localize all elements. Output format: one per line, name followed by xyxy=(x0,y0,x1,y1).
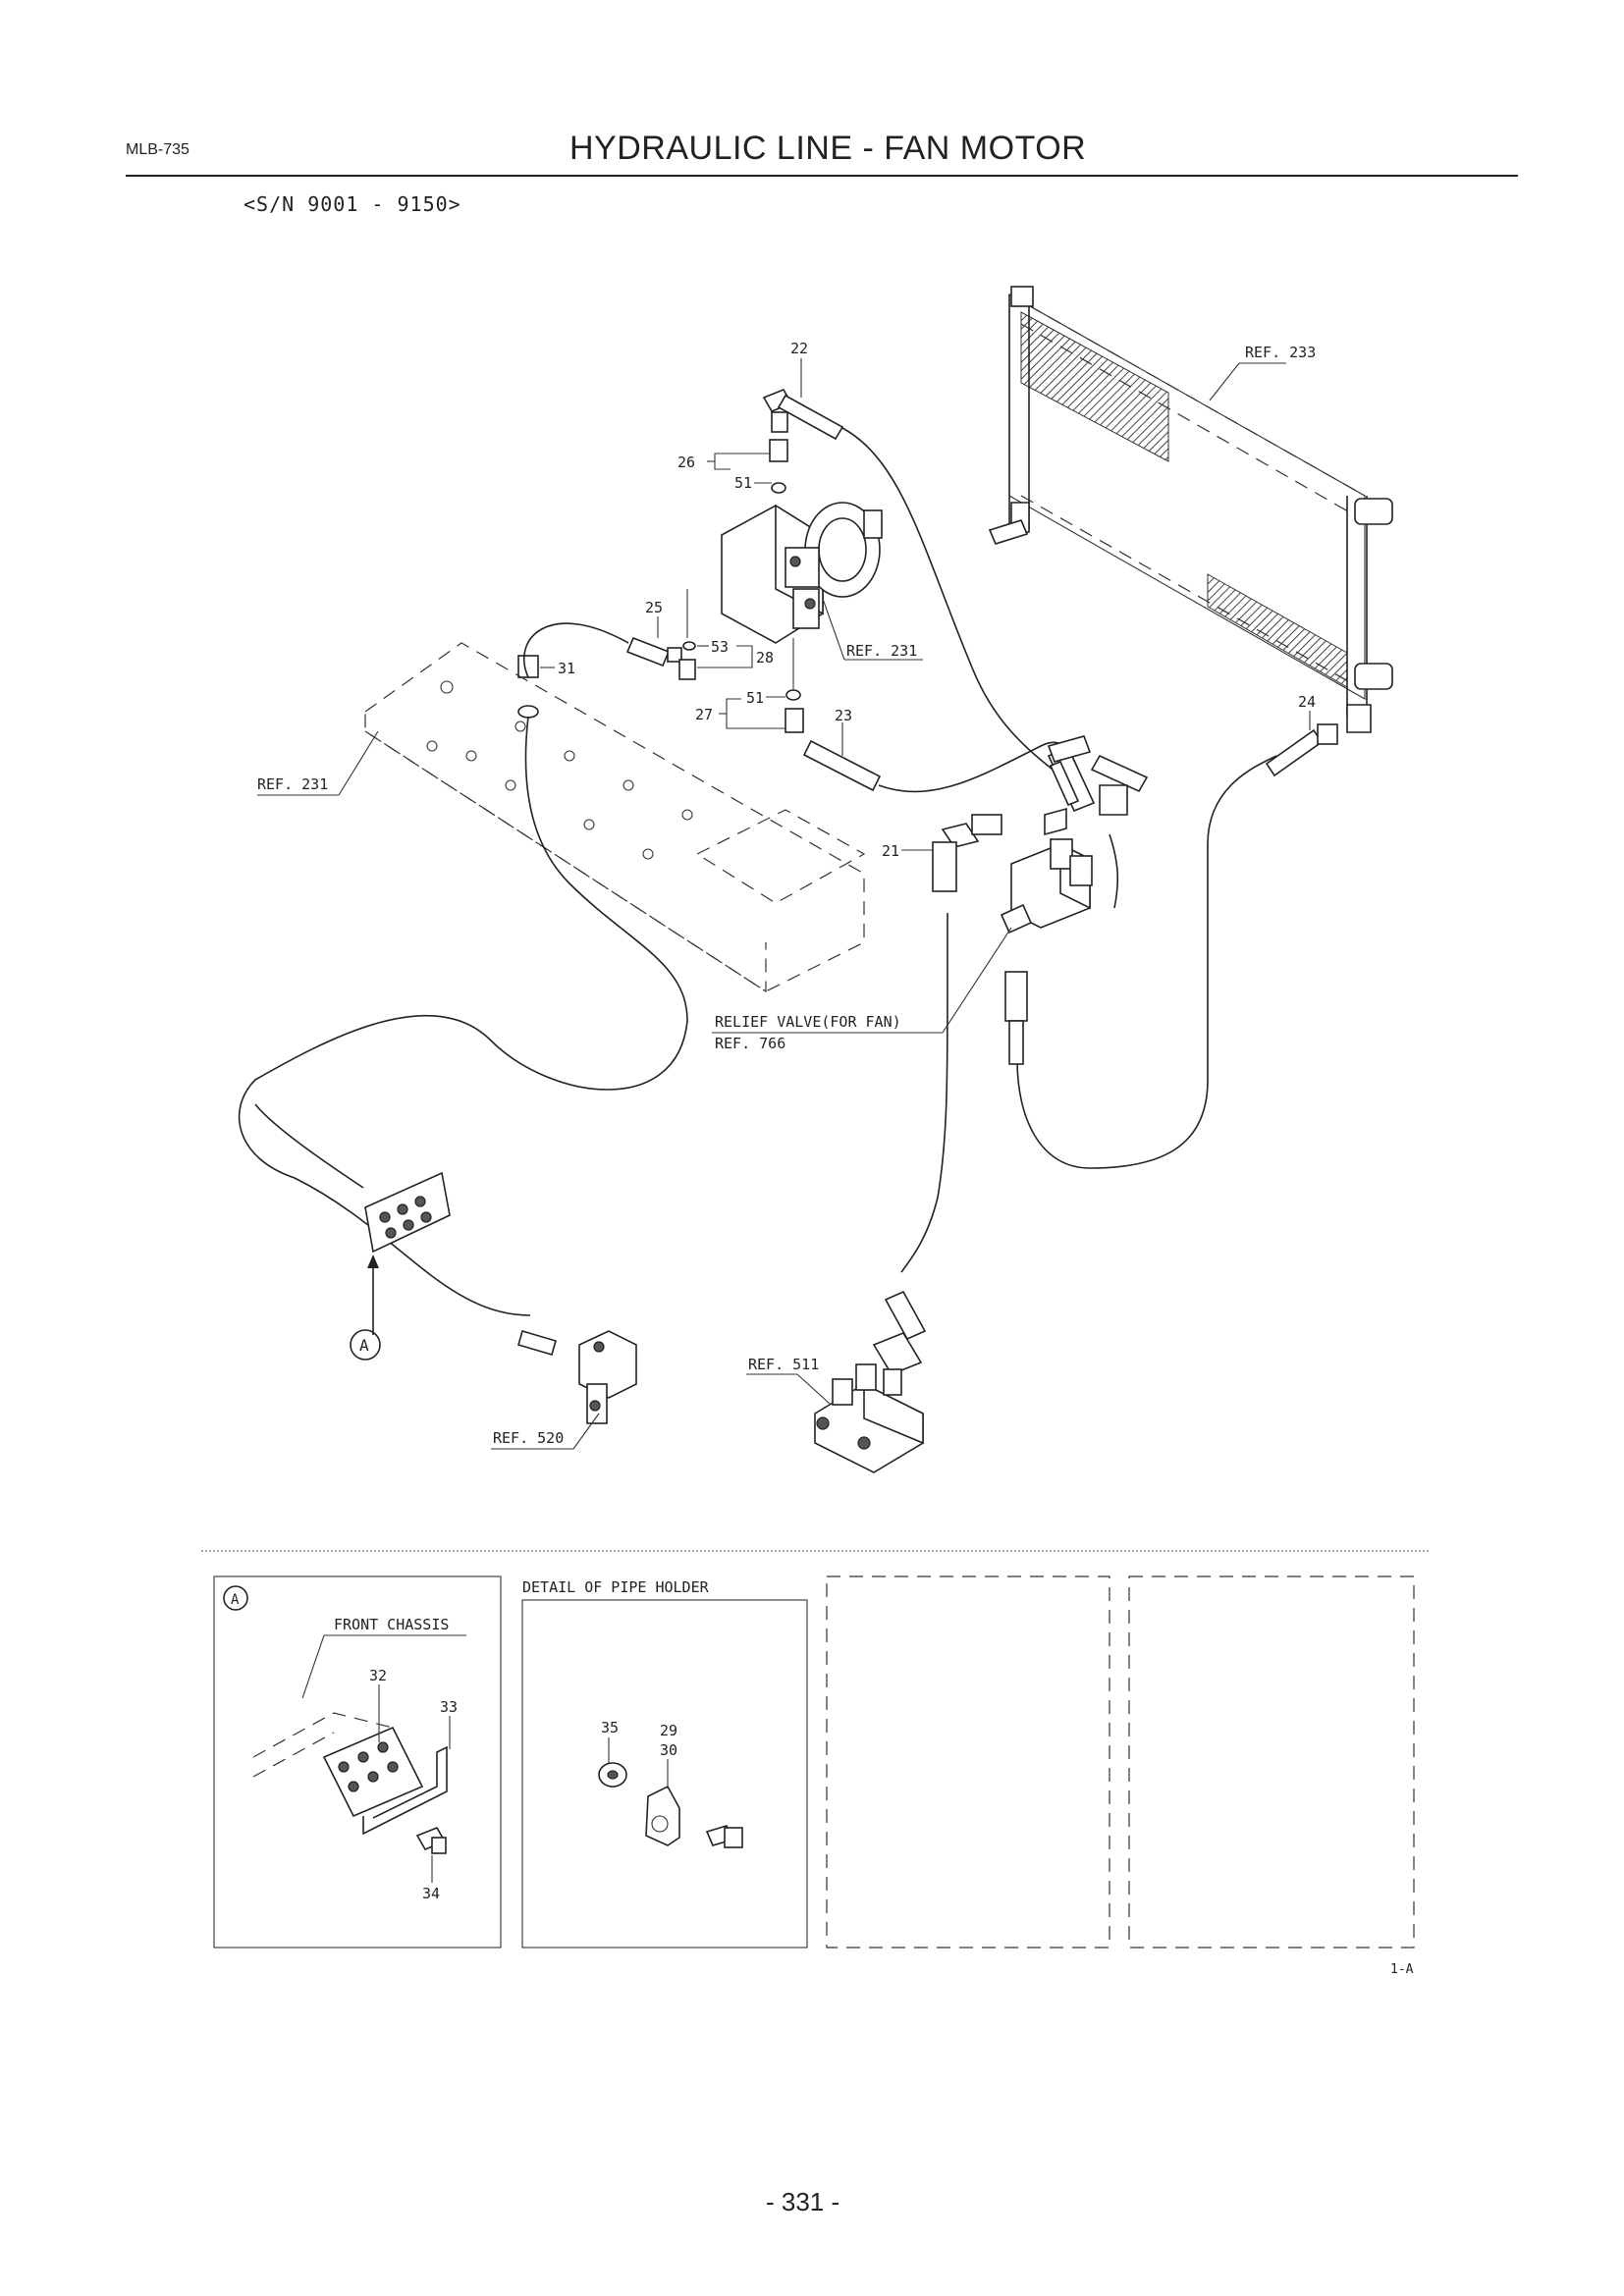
callout-32: 32 xyxy=(369,1667,387,1684)
callout-53: 53 xyxy=(711,638,729,656)
pipe-holder-31 xyxy=(517,655,539,719)
hose-22 xyxy=(762,388,844,441)
hose-23 xyxy=(802,739,882,792)
ref231-motor-leader xyxy=(822,598,845,661)
callout-26: 26 xyxy=(677,454,695,471)
ref231-motor-label: REF. 231 xyxy=(846,642,917,660)
ref233-leader xyxy=(1209,362,1240,401)
ref233-label: REF. 233 xyxy=(1245,344,1316,361)
hose-25 xyxy=(625,636,682,667)
pipe-holder-illustration xyxy=(598,1762,743,1848)
callout-51-top: 51 xyxy=(734,474,752,492)
callout-25: 25 xyxy=(645,599,663,616)
callout-22: 22 xyxy=(790,340,808,357)
front-chassis-label: FRONT CHASSIS xyxy=(334,1616,449,1633)
ref766-label: REF. 766 xyxy=(715,1035,785,1052)
fitting-28 xyxy=(678,659,696,680)
view-a-circle xyxy=(350,1329,381,1361)
callout-28: 28 xyxy=(756,649,774,667)
figure-id: 1-A xyxy=(1390,1962,1414,1977)
control-valve-511 xyxy=(814,1290,927,1473)
fitting-26 xyxy=(769,439,788,494)
radiator-cooler xyxy=(988,286,1393,733)
title-divider xyxy=(126,175,1518,177)
callout-34: 34 xyxy=(422,1885,440,1902)
view-a-arrowhead xyxy=(367,1255,379,1268)
detail-panel-pipe-holder xyxy=(521,1599,808,1949)
callout-21: 21 xyxy=(882,842,899,860)
o-ring-53 xyxy=(682,641,696,651)
pipe-holder-plate xyxy=(364,1171,451,1254)
leader-28 xyxy=(697,645,753,668)
panel-a-marker: A xyxy=(231,1592,240,1608)
ref511-label: REF. 511 xyxy=(748,1356,819,1373)
callout-51-bottom: 51 xyxy=(746,689,764,707)
callout-30: 30 xyxy=(660,1741,677,1759)
serial-range: <S/N 9001 - 9150> xyxy=(244,192,461,216)
detail-panel-a xyxy=(213,1575,502,1949)
ref231-chassis-leader xyxy=(338,730,379,796)
callout-31: 31 xyxy=(558,660,575,677)
callout-29: 29 xyxy=(660,1722,677,1739)
leader-26 xyxy=(714,453,731,470)
fan-motor xyxy=(721,502,883,644)
pipe-holder-detail-label: DETAIL OF PIPE HOLDER xyxy=(522,1578,710,1596)
empty-panel-3 xyxy=(826,1575,1110,1949)
relief-valve-assembly xyxy=(932,735,1149,1065)
ref511-leader xyxy=(796,1373,831,1405)
relief-valve-leader xyxy=(942,927,1012,1034)
ref520-label: REF. 520 xyxy=(493,1429,564,1447)
panel-a-illustration xyxy=(252,1712,448,1854)
callout-24: 24 xyxy=(1298,693,1316,711)
view-a-marker: A xyxy=(359,1336,369,1355)
empty-panel-4 xyxy=(1128,1575,1415,1949)
callout-27: 27 xyxy=(695,706,713,723)
ref231-chassis-label: REF. 231 xyxy=(257,775,328,793)
hose-24 xyxy=(1265,723,1338,777)
document-code: MLB-735 xyxy=(126,141,189,158)
o-ring-51-bottom xyxy=(785,689,801,701)
page-title: HYDRAULIC LINE - FAN MOTOR xyxy=(569,130,1087,167)
ref520-leader xyxy=(572,1413,600,1450)
fitting-27 xyxy=(785,708,804,733)
panel-a-circle xyxy=(223,1585,248,1611)
relief-valve-label: RELIEF VALVE(FOR FAN) xyxy=(715,1013,901,1031)
callout-23: 23 xyxy=(835,707,852,724)
page-number: - 331 - xyxy=(766,2187,840,2216)
valve-520 xyxy=(517,1330,637,1424)
callout-33: 33 xyxy=(440,1698,458,1716)
callout-35: 35 xyxy=(601,1719,619,1736)
chassis-frame xyxy=(364,642,866,993)
front-chassis-leader xyxy=(301,1634,325,1699)
